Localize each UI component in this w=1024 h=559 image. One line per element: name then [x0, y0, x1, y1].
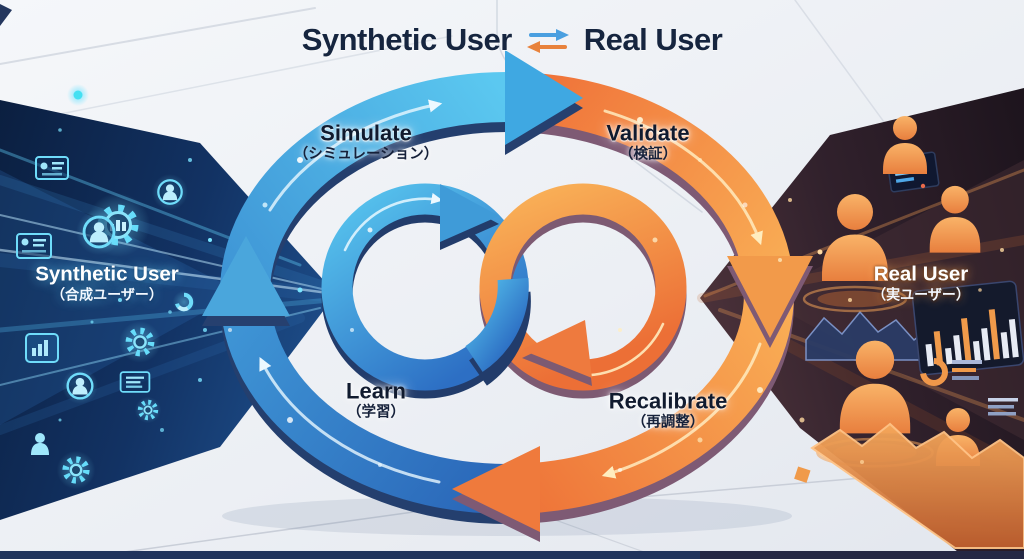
title-right: Real User — [583, 22, 723, 57]
stage-learn-ja: （学習） — [346, 404, 405, 421]
gear-icon — [134, 396, 162, 424]
side-label-real-user: Real User （実ユーザー） — [872, 262, 970, 303]
person-silhouette-icon — [802, 194, 908, 313]
user-avatar-icon — [152, 174, 188, 210]
stage-label-recalibrate: Recalibrate （再調整） — [609, 388, 728, 431]
person-icon — [31, 433, 49, 455]
stage-recalibrate-ja: （再調整） — [631, 414, 705, 431]
gear-icon — [56, 450, 96, 490]
person-silhouette-icon — [816, 340, 934, 468]
id-card-icon — [119, 371, 151, 393]
corner-sliver — [0, 4, 12, 26]
cyan-dot — [67, 84, 89, 106]
sparkles-inner — [350, 227, 658, 332]
title-left: Synthetic User — [301, 22, 513, 57]
inner-sync-loop — [321, 183, 687, 399]
id-card-icon — [35, 156, 69, 180]
bottom-strip — [0, 551, 1024, 559]
flow-accent-arrows — [259, 99, 763, 484]
text-lines-panel — [988, 398, 1018, 416]
orange-cube — [794, 466, 811, 483]
sparkles-right — [760, 183, 1004, 464]
stage-label-simulate: Simulate （シミュレーション） — [294, 120, 438, 163]
bar-chart-icon — [925, 309, 1019, 367]
stage-learn-en: Learn — [346, 378, 406, 404]
inner-blue-arrowhead — [440, 184, 499, 250]
donut-chart-icon — [172, 290, 196, 314]
user-avatar-icon — [61, 367, 99, 405]
stage-label-validate: Validate （検証） — [606, 120, 689, 163]
stage-simulate-en: Simulate — [320, 120, 412, 146]
person-silhouette-icon — [883, 116, 927, 174]
stage-label-learn: Learn （学習） — [346, 378, 406, 421]
stage-recalibrate-en: Recalibrate — [608, 388, 728, 414]
synthetic-user-ja: （合成ユーザー） — [51, 286, 163, 303]
dashboard-panel-icon — [911, 280, 1024, 376]
gear-icon — [119, 321, 161, 363]
real-user-ja: （実ユーザー） — [872, 286, 970, 303]
stage-validate-ja: （検証） — [619, 146, 677, 163]
user-avatar-icon — [76, 209, 122, 255]
donut-chart-icon — [920, 358, 982, 386]
right-real-user-panel — [697, 88, 1024, 559]
outer-cycle-ring — [202, 50, 813, 542]
side-label-synthetic-user: Synthetic User （合成ユーザー） — [35, 262, 179, 303]
person-silhouette-icon — [929, 185, 981, 253]
simulate-arrowhead — [505, 50, 583, 155]
synthetic-user-en: Synthetic User — [35, 262, 179, 286]
recalibrate-arrowhead — [452, 446, 540, 542]
area-chart-icon — [810, 422, 1024, 549]
learn-arrowhead — [202, 236, 290, 326]
stage-simulate-ja: （シミュレーション） — [293, 146, 439, 163]
inner-orange-arrowhead — [522, 320, 592, 386]
bar-chart-icon — [25, 333, 59, 363]
validate-arrowhead — [727, 256, 813, 348]
page-title: Synthetic User Real User — [0, 22, 1024, 58]
inner-blue-overlap — [464, 277, 531, 386]
swap-arrows-icon — [526, 29, 569, 53]
real-user-en: Real User — [873, 262, 969, 286]
id-card-icon — [16, 233, 52, 259]
stage-validate-en: Validate — [606, 120, 690, 146]
